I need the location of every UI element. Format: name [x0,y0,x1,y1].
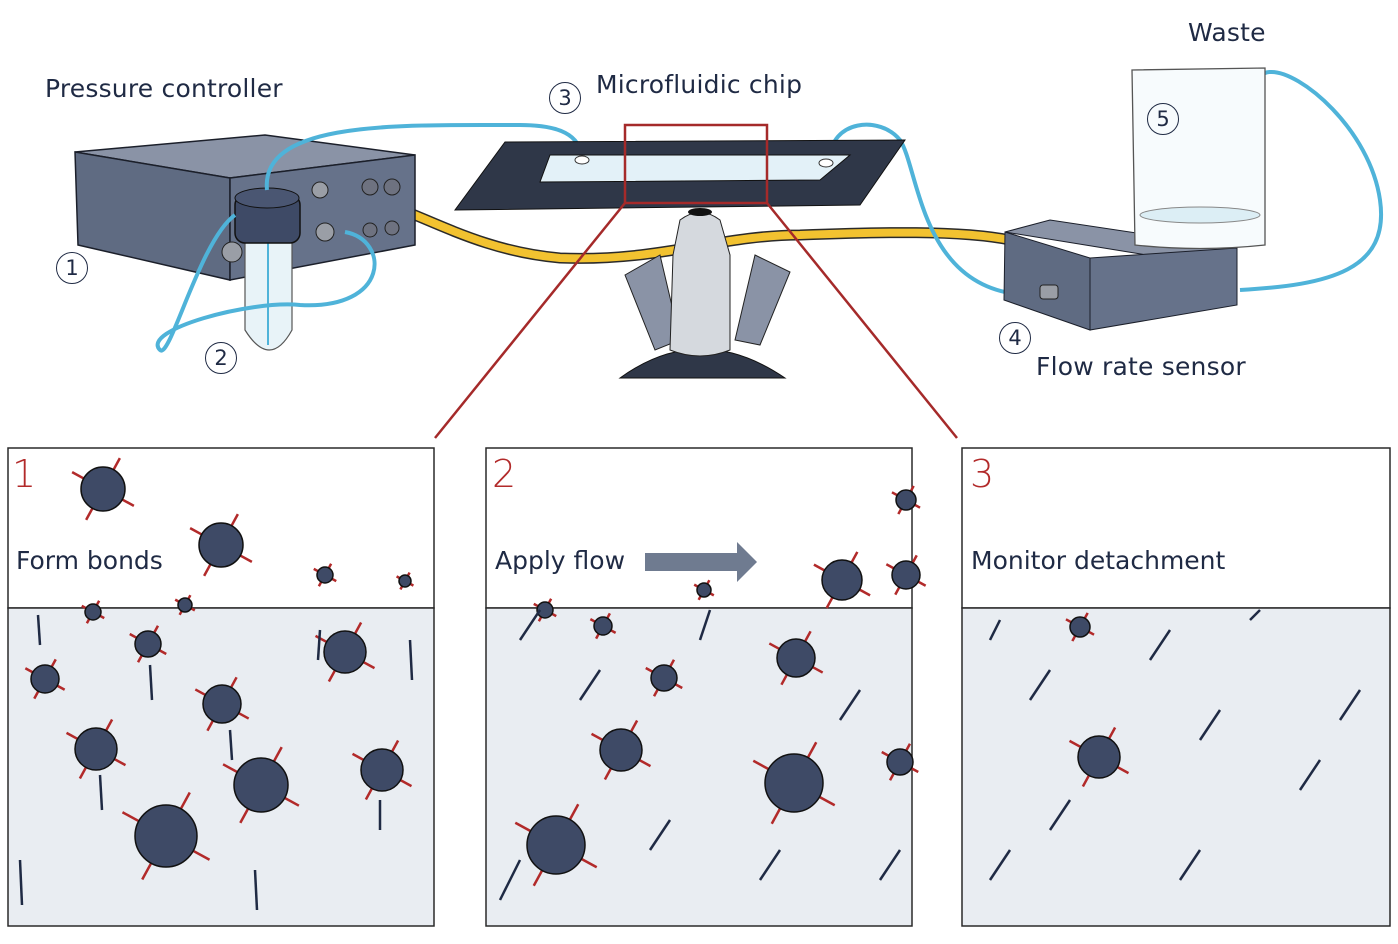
tether [1028,669,1052,701]
label-waste: Waste [1188,18,1266,47]
panel-3-frame [961,447,1391,927]
bead [885,554,927,596]
label-pressure-controller: Pressure controller [45,74,283,103]
tether [878,849,902,881]
bead [514,803,598,887]
tether [316,629,322,661]
tether [988,849,1012,881]
flow-rate-sensor [1003,219,1238,331]
label-microfluidic-chip: Microfluidic chip [596,70,803,99]
bead [1068,726,1130,788]
bead [174,594,196,616]
bead [71,457,135,521]
panel-2-frame [485,447,913,927]
bead [768,630,824,686]
bead [395,571,415,591]
tether [408,639,414,681]
bead [222,746,300,824]
marker-3: 3 [549,82,581,114]
marker-5: 5 [1147,103,1179,135]
bead [693,579,715,601]
panel-3-step: 3 [970,452,995,496]
marker-4: 4 [999,322,1031,354]
sample-tube [234,187,301,351]
tether [1298,759,1322,791]
microfluidic-chip [454,139,906,211]
marker-2: 2 [205,342,237,374]
bead [189,513,253,577]
bead [881,743,919,781]
tether [253,869,259,911]
bead [645,659,683,697]
tether [1338,689,1362,721]
tether [838,689,862,721]
bead [752,741,836,825]
tether [578,669,602,701]
tether [18,859,24,906]
tether [698,609,712,641]
marker-1: 1 [56,252,88,284]
tether [1178,849,1202,881]
bead [313,563,337,587]
flow-arrow-icon [645,542,757,582]
tether [1198,709,1222,741]
panel-3-label: Monitor detachment [971,546,1226,575]
tether [648,819,672,851]
panel-2-label: Apply flow [495,546,626,575]
tether [498,859,522,901]
label-flow-rate-sensor: Flow rate sensor [1036,352,1246,381]
bead [533,598,557,622]
tether [518,609,542,641]
panel-1-label: Form bonds [16,546,163,575]
tether [1249,609,1261,621]
tether [98,774,104,811]
tether [228,729,234,761]
bead [351,739,413,801]
microscope-objective [618,208,791,379]
bead [65,718,127,780]
bead [314,621,376,683]
panel-1-step: 1 [12,452,37,496]
bead [1065,612,1095,642]
bead [194,676,250,732]
tether [36,614,42,646]
tether [758,849,782,881]
bead [81,600,105,624]
tether [988,619,1002,641]
bead [589,612,617,640]
bead [129,625,167,663]
bead [590,719,652,781]
bead [813,551,871,609]
bead [24,658,66,700]
panel-2-step: 2 [492,452,517,496]
bead [891,485,921,515]
zoom-indicator [434,123,958,439]
tether [1048,799,1072,831]
tether [1148,629,1172,661]
tether [148,664,154,701]
bead [121,791,211,881]
